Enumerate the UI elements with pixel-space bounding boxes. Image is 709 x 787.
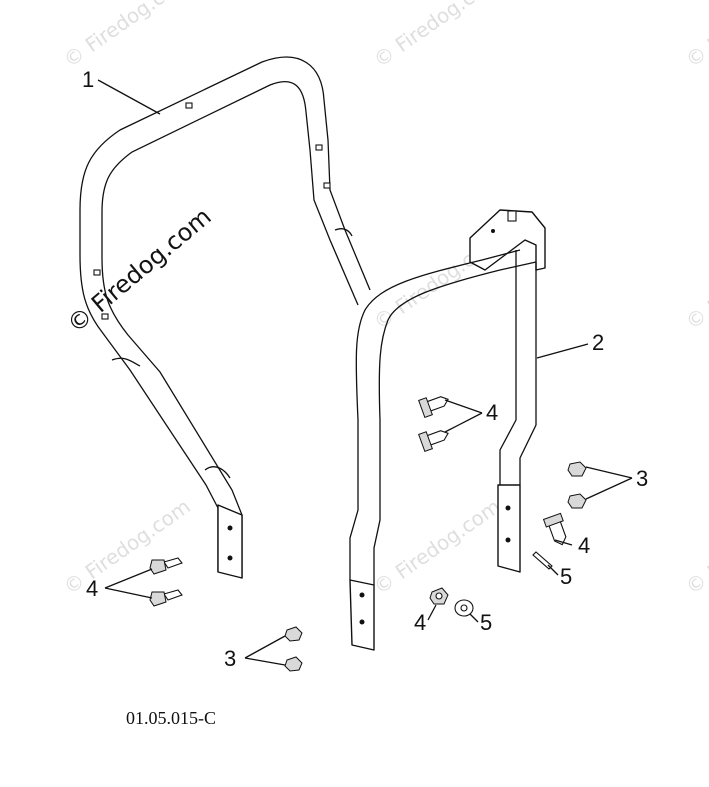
- bolt-right: [542, 512, 567, 546]
- leader-lines: [97, 79, 633, 666]
- bolt-bottom: [429, 587, 449, 605]
- watermark-main: © Firedog.com: [62, 202, 217, 338]
- callout-4-bottom: 4: [414, 610, 426, 635]
- callout-3-bottom: 3: [224, 646, 236, 671]
- watermark: © Firedog.com: [369, 0, 505, 72]
- nut-group-bottom: [284, 626, 303, 672]
- callout-4-center: 4: [486, 400, 498, 425]
- watermark: © Firedog.com: [681, 229, 709, 334]
- callout-4-right: 4: [578, 533, 590, 558]
- upper-roll-bar: [79, 56, 371, 579]
- pin: [532, 551, 553, 570]
- callout-5-washer: 5: [480, 610, 492, 635]
- lower-roll-bar: [349, 209, 546, 651]
- watermark: © Firedog.com: [59, 494, 195, 599]
- drawing-code: 01.05.015-C: [126, 708, 216, 728]
- watermarks: © Firedog.com © Firedog.com © Firedog.co…: [59, 0, 709, 599]
- callout-labels: 1 2 4 3 4 5 4 5 4 3: [82, 67, 648, 671]
- callout-2: 2: [592, 330, 604, 355]
- callout-1: 1: [82, 67, 94, 92]
- watermark: © Firedog.com: [59, 0, 195, 72]
- washer: [454, 599, 474, 617]
- callout-3-right: 3: [636, 466, 648, 491]
- watermark: © Firedog.com: [369, 494, 505, 599]
- watermark: © Firedog.com: [681, 494, 709, 599]
- bolt-group-upper-center: [418, 396, 449, 453]
- callout-4-left: 4: [86, 576, 98, 601]
- callout-5-pin: 5: [560, 564, 572, 589]
- nut-group-right: [567, 461, 587, 509]
- watermark: © Firedog.com: [681, 0, 709, 72]
- bolt-group-left: [149, 557, 183, 607]
